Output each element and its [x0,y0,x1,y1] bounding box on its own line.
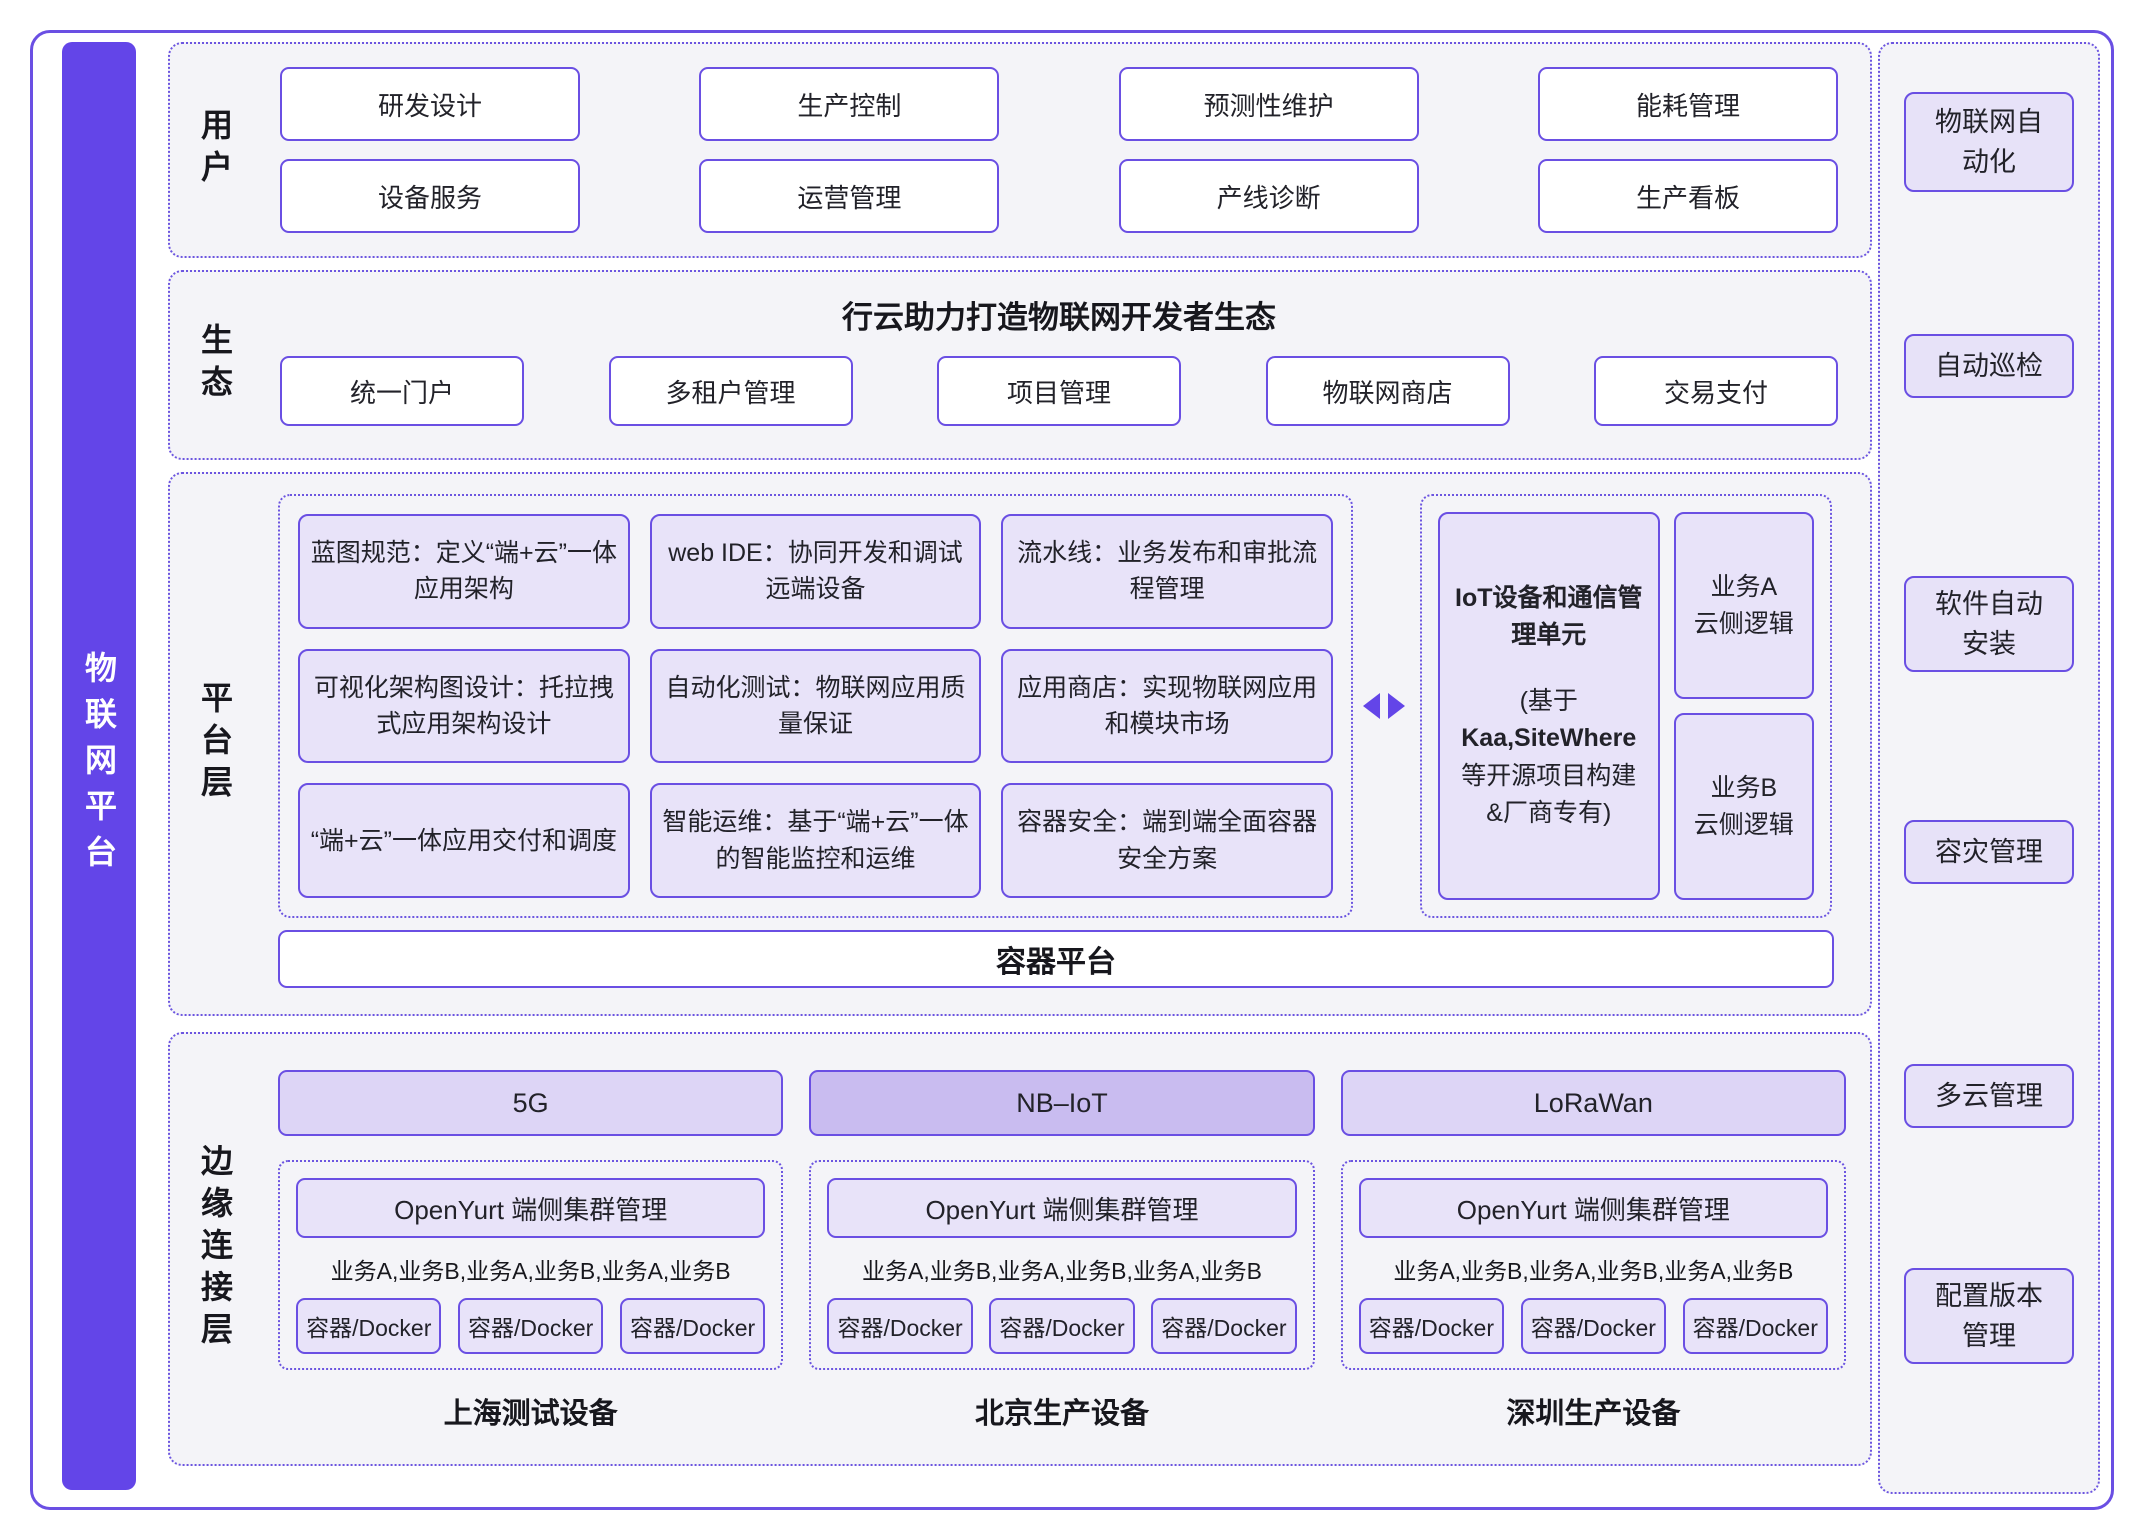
docker-row: 容器/Docker 容器/Docker 容器/Docker [296,1298,766,1354]
eco-box-project-management: 项目管理 [937,356,1181,426]
services-line: 业务A,业务B,业务A,业务B,业务A,业务B [1393,1258,1794,1284]
iot-unit-title: IoT设备和通信管理单元 [1455,583,1643,650]
platform-box-web-ide: web IDE：协同开发和调试远端设备 [649,514,982,629]
iot-unit-subtitle-line4: &厂商专有) [1486,799,1612,827]
user-box-device-service: 设备服务 [280,159,580,233]
device-label-beijing: 北京生产设备 [974,1398,1149,1430]
docker-container-box: 容器/Docker [619,1298,766,1354]
docker-container-box: 容器/Docker [457,1298,604,1354]
edge-group-shenzhen: OpenYurt 端侧集群管理 业务A,业务B,业务A,业务B,业务A,业务B … [1340,1160,1846,1370]
eco-box-unified-portal: 统一门户 [280,356,524,426]
edge-group-beijing: OpenYurt 端侧集群管理 业务A,业务B,业务A,业务B,业务A,业务B … [809,1160,1315,1370]
eco-boxes-row: 统一门户 多租户管理 项目管理 物联网商店 交易支付 [280,356,1838,426]
user-boxes-grid: 研发设计 生产控制 预测性维护 能耗管理 设备服务 运营管理 产线诊断 生产看板 [280,44,1838,256]
platform-section-label: 平台层 [197,681,233,807]
network-box-lorawan: LoRaWan [1340,1070,1846,1136]
sidebar-item-multicloud: 多云管理 [1904,1064,2074,1128]
platform-box-auto-test: 自动化测试：物联网应用质量保证 [649,648,982,764]
user-box-production-dashboard: 生产看板 [1537,159,1838,233]
platform-banner: 物联网平台 [62,42,136,1490]
platform-capabilities-group: 蓝图规范：定义“端+云”一体应用架构 web IDE：协同开发和调试远端设备 流… [278,494,1353,918]
docker-row: 容器/Docker 容器/Docker 容器/Docker [827,1298,1297,1354]
sidebar-item-config-version: 配置版本 管理 [1904,1268,2074,1364]
edge-column-shenzhen: LoRaWan OpenYurt 端侧集群管理 业务A,业务B,业务A,业务B,… [1340,1034,1846,1464]
docker-container-box: 容器/Docker [1682,1298,1828,1354]
sidebar-item-software-install: 软件自动 安装 [1904,576,2074,672]
iot-unit-subtitle-line2: Kaa,SiteWhere [1461,724,1637,752]
docker-row: 容器/Docker 容器/Docker 容器/Docker [1358,1298,1828,1354]
docker-container-box: 容器/Docker [1151,1298,1297,1354]
services-line: 业务A,业务B,业务A,业务B,业务A,业务B [861,1258,1262,1284]
platform-box-blueprint: 蓝图规范：定义“端+云”一体应用架构 [298,514,630,629]
edge-group-shanghai: OpenYurt 端侧集群管理 业务A,业务B,业务A,业务B,业务A,业务B … [278,1160,784,1370]
user-box-production-control: 生产控制 [699,67,1000,141]
outer-frame [30,30,2114,1510]
sidebar-item-auto-inspection: 自动巡检 [1904,334,2074,398]
automation-sidebar: 物联网自 动化 自动巡检 软件自动 安装 容灾管理 多云管理 配置版本 管理 [1878,42,2100,1494]
iot-unit-subtitle-line3: 等开源项目构建 [1461,761,1637,790]
user-box-line-diagnosis: 产线诊断 [1118,159,1419,233]
iot-management-group: IoT设备和通信管理单元 (基于 Kaa,SiteWhere 等开源项目构建 &… [1420,494,1832,918]
platform-banner-label: 物联网平台 [81,651,117,881]
docker-container-box: 容器/Docker [1358,1298,1505,1354]
platform-box-container-security: 容器安全：端到端全面容器安全方案 [1001,783,1333,898]
edge-layer-section: 边缘连接层 5G OpenYurt 端侧集群管理 业务A,业务B,业务A,业务B… [168,1032,1872,1466]
sidebar-item-disaster-recovery: 容灾管理 [1904,820,2074,884]
openyurt-cluster-box: OpenYurt 端侧集群管理 [827,1178,1297,1238]
docker-container-box: 容器/Docker [989,1298,1135,1354]
platform-box-pipeline: 流水线：业务发布和审批流程管理 [1001,514,1333,629]
eco-section: 生态 行云助力打造物联网开发者生态 统一门户 多租户管理 项目管理 物联网商店 … [168,270,1872,460]
platform-box-intelligent-ops: 智能运维：基于“端+云”一体的智能监控和运维 [649,783,982,898]
business-b-cloud-box: 业务B 云侧逻辑 [1673,713,1814,900]
eco-section-label: 生态 [197,323,233,407]
platform-box-app-store: 应用商店：实现物联网应用和模块市场 [1001,648,1333,764]
services-line: 业务A,业务B,业务A,业务B,业务A,业务B [330,1258,731,1284]
openyurt-cluster-box: OpenYurt 端侧集群管理 [296,1178,766,1238]
eco-box-trade-payment: 交易支付 [1594,356,1838,426]
eco-box-iot-store: 物联网商店 [1265,356,1510,426]
iot-unit-box: IoT设备和通信管理单元 (基于 Kaa,SiteWhere 等开源项目构建 &… [1438,512,1660,900]
edge-column-shanghai: 5G OpenYurt 端侧集群管理 业务A,业务B,业务A,业务B,业务A,业… [278,1034,784,1464]
sidebar-item-iot-automation: 物联网自 动化 [1904,92,2074,192]
right-arrow-icon [1388,693,1405,719]
platform-layer-section: 平台层 蓝图规范：定义“端+云”一体应用架构 web IDE：协同开发和调试远端… [168,472,1872,1016]
business-a-cloud-box: 业务A 云侧逻辑 [1673,512,1814,699]
user-box-energy-management: 能耗管理 [1537,67,1838,141]
docker-container-box: 容器/Docker [827,1298,973,1354]
iot-unit-subtitle: (基于 Kaa,SiteWhere 等开源项目构建 &厂商专有) [1461,683,1636,833]
device-label-shanghai: 上海测试设备 [443,1398,618,1430]
bidirectional-link [1356,692,1412,720]
network-box-nbiot: NB–IoT [809,1070,1315,1136]
docker-container-box: 容器/Docker [1520,1298,1667,1354]
network-box-5g: 5G [278,1070,784,1136]
edge-columns: 5G OpenYurt 端侧集群管理 业务A,业务B,业务A,业务B,业务A,业… [278,1034,1846,1464]
edge-section-label: 边缘连接层 [197,1144,233,1354]
container-platform-bar: 容器平台 [278,930,1834,988]
business-cloud-logic-column: 业务A 云侧逻辑 业务B 云侧逻辑 [1673,512,1814,900]
platform-box-delivery-scheduling: “端+云”一体应用交付和调度 [298,783,630,898]
user-section: 用户 研发设计 生产控制 预测性维护 能耗管理 设备服务 运营管理 产线诊断 生… [168,42,1872,258]
device-label-shenzhen: 深圳生产设备 [1506,1398,1681,1430]
user-box-predictive-maintenance: 预测性维护 [1118,67,1419,141]
edge-column-beijing: NB–IoT OpenYurt 端侧集群管理 业务A,业务B,业务A,业务B,业… [809,1034,1315,1464]
openyurt-cluster-box: OpenYurt 端侧集群管理 [1358,1178,1828,1238]
iot-unit-subtitle-line1: (基于 [1519,686,1578,715]
user-box-rd-design: 研发设计 [280,67,580,141]
eco-box-multi-tenant: 多租户管理 [608,356,853,426]
user-box-operation-management: 运营管理 [699,159,1000,233]
user-section-label: 用户 [197,108,233,192]
docker-container-box: 容器/Docker [296,1298,442,1354]
left-arrow-icon [1363,693,1380,719]
platform-box-visual-architecture: 可视化架构图设计：托拉拽式应用架构设计 [298,648,630,764]
eco-section-title: 行云助力打造物联网开发者生态 [842,300,1276,335]
